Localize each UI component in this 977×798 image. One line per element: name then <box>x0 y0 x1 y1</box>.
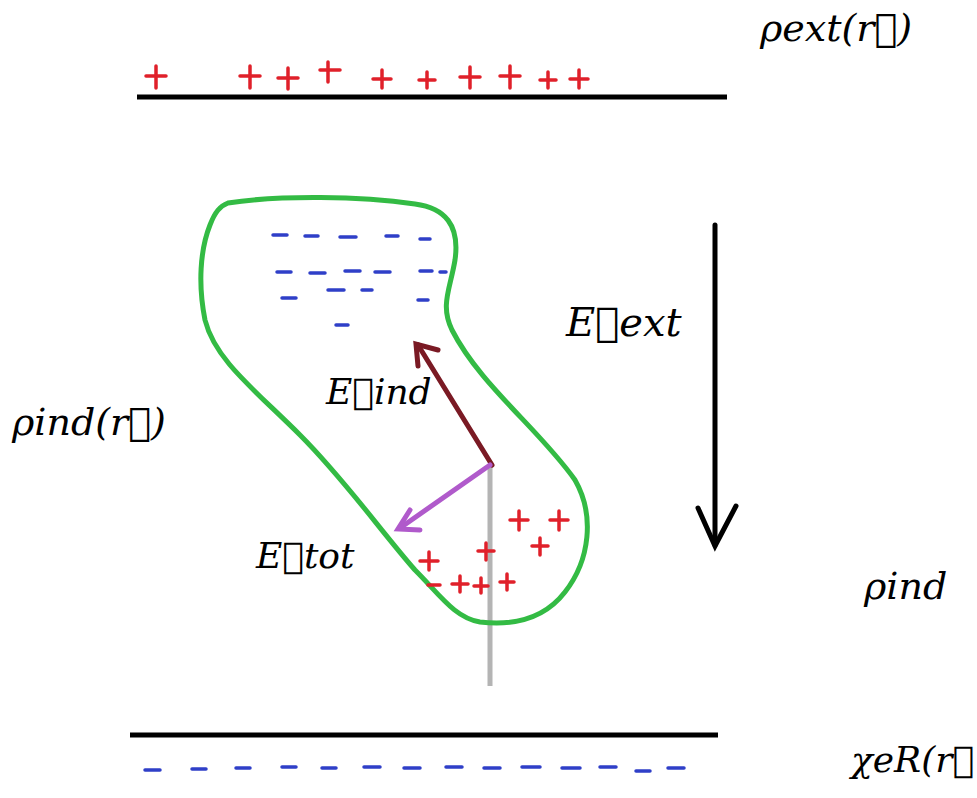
induced-negative-charges <box>273 235 446 325</box>
field-label: E⃗ind <box>326 372 432 412</box>
bottom-plate <box>130 733 718 738</box>
induced-positive-charges <box>420 511 568 593</box>
negative-charges <box>145 767 684 771</box>
positive-charges <box>146 62 588 89</box>
charge-density-label: ρind(r⃗) <box>12 402 166 444</box>
external-field-arrow <box>698 225 736 546</box>
reference-line <box>488 465 493 686</box>
field-label: E⃗ext <box>566 300 682 344</box>
susceptibility-label: χeR(r⃗ <box>851 740 974 780</box>
field-label: E⃗tot <box>256 536 355 576</box>
dielectric-body <box>201 197 587 622</box>
charge-density-label: ρext(r⃗) <box>760 8 912 50</box>
top-plate <box>137 95 727 100</box>
charge-density-label: ρind <box>864 566 947 608</box>
total-field-arrow <box>398 465 490 530</box>
